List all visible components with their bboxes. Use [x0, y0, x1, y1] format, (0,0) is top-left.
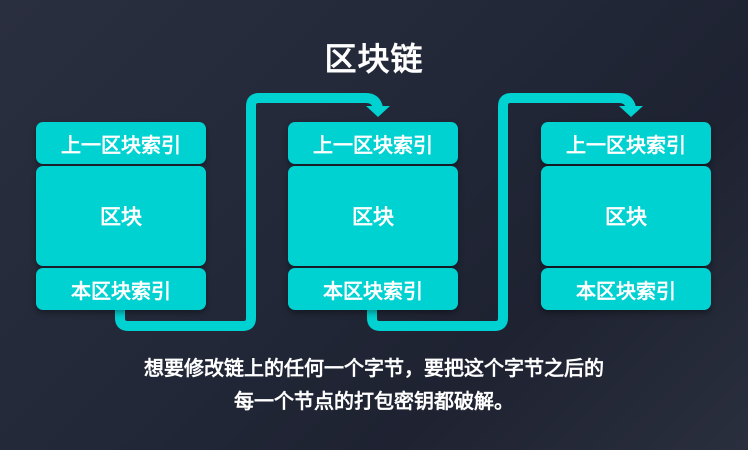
diagram-title: 区块链 — [324, 40, 424, 78]
caption-line-1: 想要修改链上的任何一个字节，要把这个字节之后的 — [144, 356, 604, 380]
current-block-index-cell: 本区块索引 — [36, 268, 206, 310]
prev-block-index-cell: 上一区块索引 — [541, 122, 711, 164]
connector-1 — [115, 93, 383, 331]
block-body-cell: 区块 — [288, 166, 458, 266]
block-body-cell: 区块 — [541, 166, 711, 266]
block-body-cell: 区块 — [36, 166, 206, 266]
connector-2 — [367, 93, 636, 331]
prev-block-index-cell: 上一区块索引 — [288, 122, 458, 164]
arrow-down-icon — [619, 106, 643, 117]
current-block-index-cell: 本区块索引 — [288, 268, 458, 310]
prev-block-index-cell: 上一区块索引 — [36, 122, 206, 164]
arrow-down-icon — [366, 106, 390, 117]
caption-line-2: 每一个节点的打包密钥都破解。 — [234, 389, 514, 413]
current-block-index-cell: 本区块索引 — [541, 268, 711, 310]
